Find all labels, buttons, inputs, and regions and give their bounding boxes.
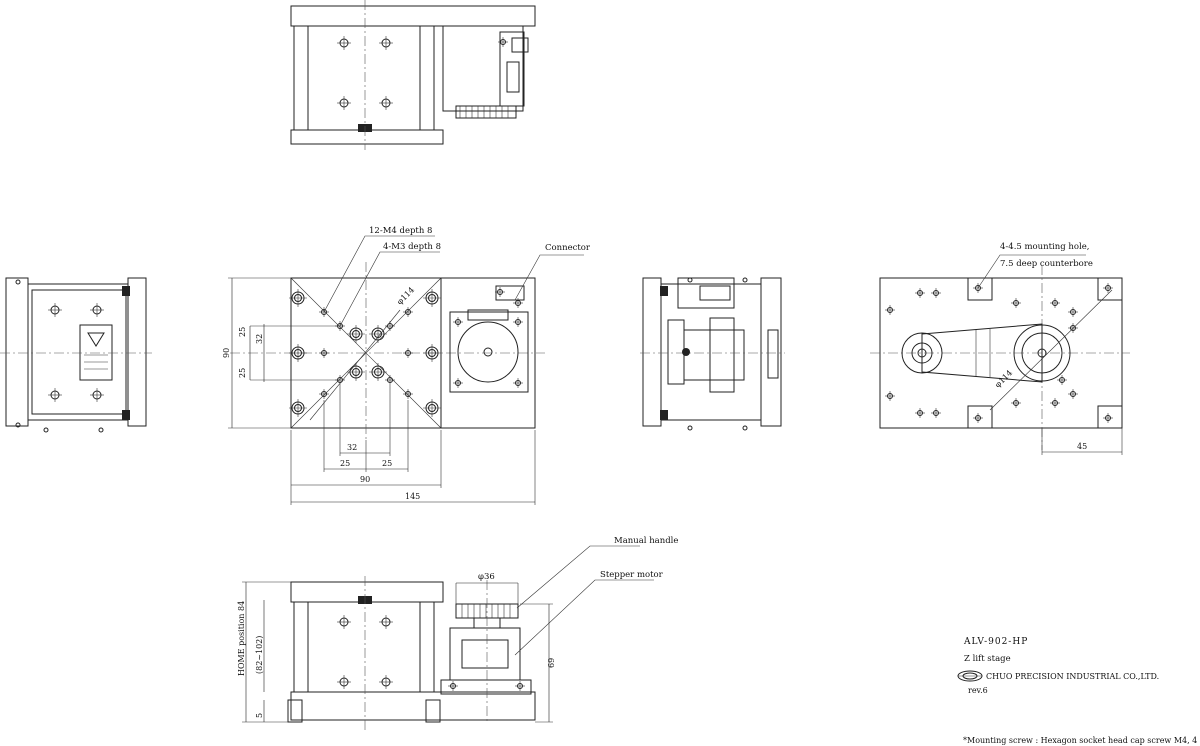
front-plan-view [228, 235, 584, 505]
dim-25-right: 25 [382, 459, 392, 468]
dim-90-horizontal: 90 [360, 475, 370, 484]
front-elevation-view [242, 545, 654, 730]
label-phi114-front: φ114 [395, 285, 416, 306]
dim-32-horizontal: 32 [347, 443, 357, 452]
dim-69: 69 [547, 658, 556, 668]
company-logo [957, 670, 983, 682]
label-connector: Connector [545, 243, 591, 253]
right-side-view [640, 277, 785, 431]
dim-home-position: HOME position 84 [237, 601, 246, 676]
dim-5: 5 [255, 713, 264, 718]
label-stepper-motor: Stepper motor [600, 570, 664, 580]
dim-90-vertical: 90 [222, 348, 231, 358]
revision: rev.6 [968, 686, 988, 695]
dim-145: 145 [405, 492, 420, 501]
label-counterbore: 7.5 deep counterbore [1000, 259, 1093, 269]
dim-25-upper: 25 [238, 327, 247, 337]
dim-32-vertical: 32 [255, 334, 264, 344]
product-name: Z lift stage [964, 654, 1011, 664]
label-manual-handle: Manual handle [614, 536, 678, 546]
label-phi36: φ36 [478, 572, 495, 582]
dim-25-left: 25 [340, 459, 350, 468]
label-m3-holes: 4-M3 depth 8 [383, 242, 441, 252]
dim-25-lower: 25 [238, 368, 247, 378]
dim-45: 45 [1077, 442, 1087, 451]
company-name: CHUO PRECISION INDUSTRIAL CO.,LTD. [986, 672, 1159, 681]
label-mounting-hole: 4-4.5 mounting hole, [1000, 242, 1089, 252]
top-view [290, 0, 536, 150]
dim-range: (82~102) [255, 636, 264, 674]
label-phi114-bottom: φ114 [993, 368, 1014, 389]
bottom-plan-view [870, 254, 1130, 455]
footnote: *Mounting screw : Hexagon socket head ca… [963, 736, 1200, 745]
model-number: ALV-902-HP [963, 637, 1028, 647]
label-m4-holes: 12-M4 depth 8 [369, 226, 432, 236]
left-side-view [0, 277, 152, 433]
